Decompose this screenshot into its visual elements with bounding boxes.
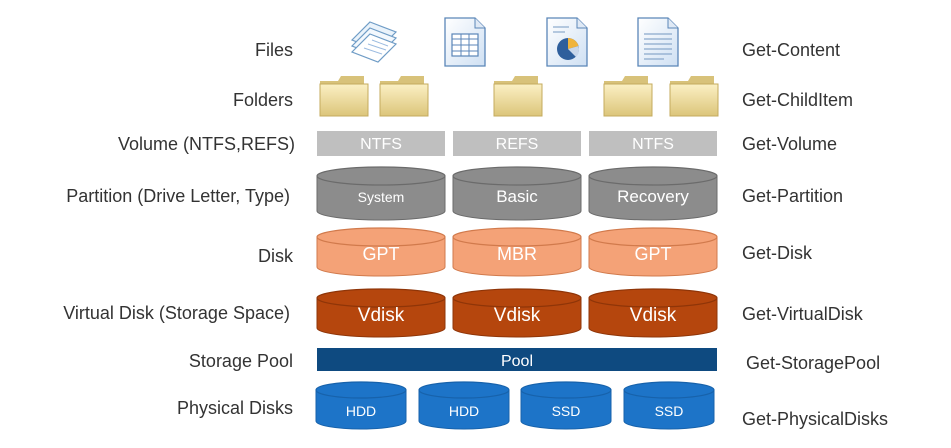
layer-label-storage-pool: Storage Pool (189, 351, 293, 371)
virtual-disk-cylinder: Vdisk (452, 288, 582, 338)
partition-cylinder: Recovery (588, 166, 718, 221)
cmdlet-get-volume: Get-Volume (742, 134, 837, 154)
physical-disk-cylinder: HDD (315, 381, 407, 430)
layer-label-disk: Disk (258, 246, 294, 266)
physical-disks-row: HDD HDD SSD SSD (315, 381, 715, 430)
folder-icon (319, 76, 369, 117)
storage-pool-row: Pool (317, 348, 717, 371)
volume-block (317, 131, 445, 156)
folder-icon (493, 76, 543, 117)
volume-block (453, 131, 581, 156)
volume-label: REFS (496, 136, 539, 153)
partition-label: Basic (496, 187, 538, 206)
layer-label-virtual-disk: Virtual Disk (Storage Space) (63, 303, 290, 323)
volume-label: NTFS (360, 136, 402, 153)
disk-label: GPT (634, 244, 671, 264)
storage-pool-label: Pool (501, 353, 533, 370)
virtual-disk-label: Vdisk (494, 305, 541, 326)
layer-label-volume: Volume (NTFS,REFS) (118, 134, 295, 154)
physical-disk-cylinder: HDD (418, 381, 510, 430)
physical-disk-cylinder: SSD (623, 381, 715, 430)
disk-label: MBR (497, 244, 537, 264)
cmdlet-get-storagepool: Get-StoragePool (746, 353, 880, 373)
virtual-disk-row: Vdisk Vdisk Vdisk (316, 288, 718, 338)
volume-block (589, 131, 717, 156)
virtual-disk-label: Vdisk (358, 305, 405, 326)
partition-label: Recovery (617, 187, 689, 206)
cmdlet-get-physicaldisks: Get-PhysicalDisks (742, 409, 888, 429)
cmdlet-get-disk: Get-Disk (742, 243, 813, 263)
partition-cylinder: Basic (452, 166, 582, 221)
spreadsheet-document-icon (444, 17, 486, 67)
storage-pool-bar (317, 348, 717, 371)
files-row (350, 17, 679, 67)
virtual-disk-cylinder: Vdisk (316, 288, 446, 338)
layer-label-folders: Folders (233, 90, 293, 110)
folder-icon (603, 76, 653, 117)
layer-label-partition: Partition (Drive Letter, Type) (66, 186, 290, 206)
volume-label: NTFS (632, 136, 674, 153)
cmdlet-get-partition: Get-Partition (742, 186, 843, 206)
physical-disk-label: SSD (552, 403, 581, 419)
partition-cylinder: System (316, 166, 446, 221)
partition-row: System Basic Recovery (316, 166, 718, 221)
stacked-documents-icon (350, 21, 398, 63)
layer-labels: Files Folders Volume (NTFS,REFS) Partiti… (63, 40, 295, 418)
cmdlet-get-virtualdisk: Get-VirtualDisk (742, 304, 864, 324)
disk-cylinder: GPT (588, 227, 718, 277)
virtual-disk-label: Vdisk (630, 305, 677, 326)
disk-label: GPT (362, 244, 399, 264)
folder-icon (379, 76, 429, 117)
physical-disk-cylinder: SSD (520, 381, 612, 430)
cmdlet-get-content: Get-Content (742, 40, 840, 60)
folder-icon (669, 76, 719, 117)
physical-disk-label: HDD (449, 403, 479, 419)
disk-cylinder: MBR (452, 227, 582, 277)
folders-row (319, 76, 719, 117)
layer-label-physical-disks: Physical Disks (177, 398, 293, 418)
cmdlet-labels: Get-Content Get-ChildItem Get-Volume Get… (742, 40, 888, 429)
disk-cylinder: GPT (316, 227, 446, 277)
partition-label: System (358, 189, 405, 205)
disk-row: GPT MBR GPT (316, 227, 718, 277)
physical-disk-label: HDD (346, 403, 376, 419)
cmdlet-get-childitem: Get-ChildItem (742, 90, 853, 110)
pie-chart-document-icon (546, 17, 588, 67)
text-document-icon (637, 17, 679, 67)
volume-row: NTFS REFS NTFS (317, 131, 717, 156)
layer-label-files: Files (255, 40, 293, 60)
physical-disk-label: SSD (655, 403, 684, 419)
virtual-disk-cylinder: Vdisk (588, 288, 718, 338)
